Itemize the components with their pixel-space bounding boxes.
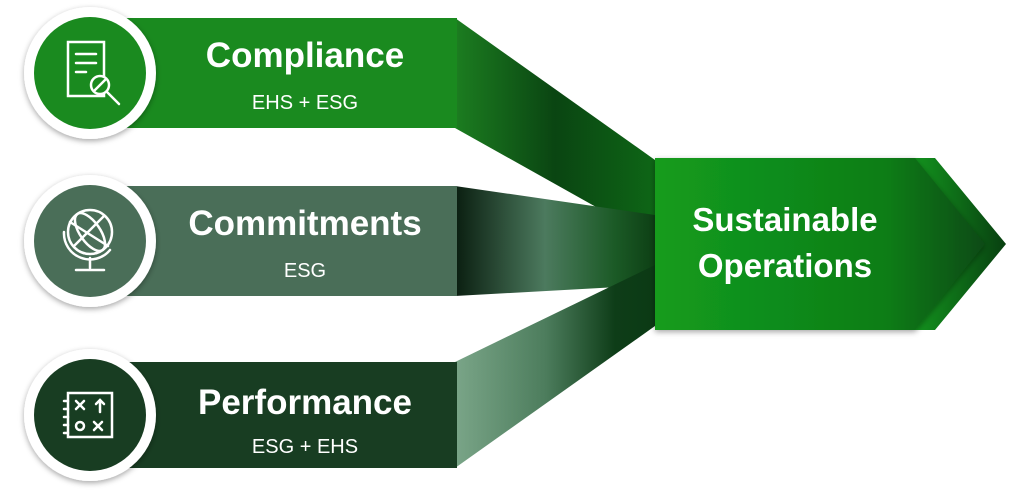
strategy-board-icon [62, 391, 114, 439]
outcome-line-1: Sustainable [692, 201, 878, 238]
connector-performance [455, 265, 655, 468]
document-magnifier-icon [66, 40, 121, 106]
branch-subtitle-performance: ESG + EHS [251, 436, 359, 458]
branch-title-commitments: Commitments [188, 204, 422, 243]
outcome-arrow [655, 158, 985, 330]
branch-bar-commitments [105, 186, 457, 296]
branch-title-performance: Performance [198, 383, 412, 422]
connector-commitments [455, 186, 655, 296]
globe-icon [62, 208, 114, 272]
branch-subtitle-compliance: EHS + ESG [251, 92, 359, 114]
branch-title-compliance: Compliance [205, 36, 405, 75]
branch-subtitle-commitments: ESG [283, 260, 327, 282]
connector-compliance [455, 18, 655, 240]
outcome-line-2: Operations [697, 247, 873, 284]
branch-bar-performance [105, 362, 457, 468]
branch-bar-compliance [105, 18, 457, 128]
outcome-chevron-outline [905, 158, 1006, 330]
